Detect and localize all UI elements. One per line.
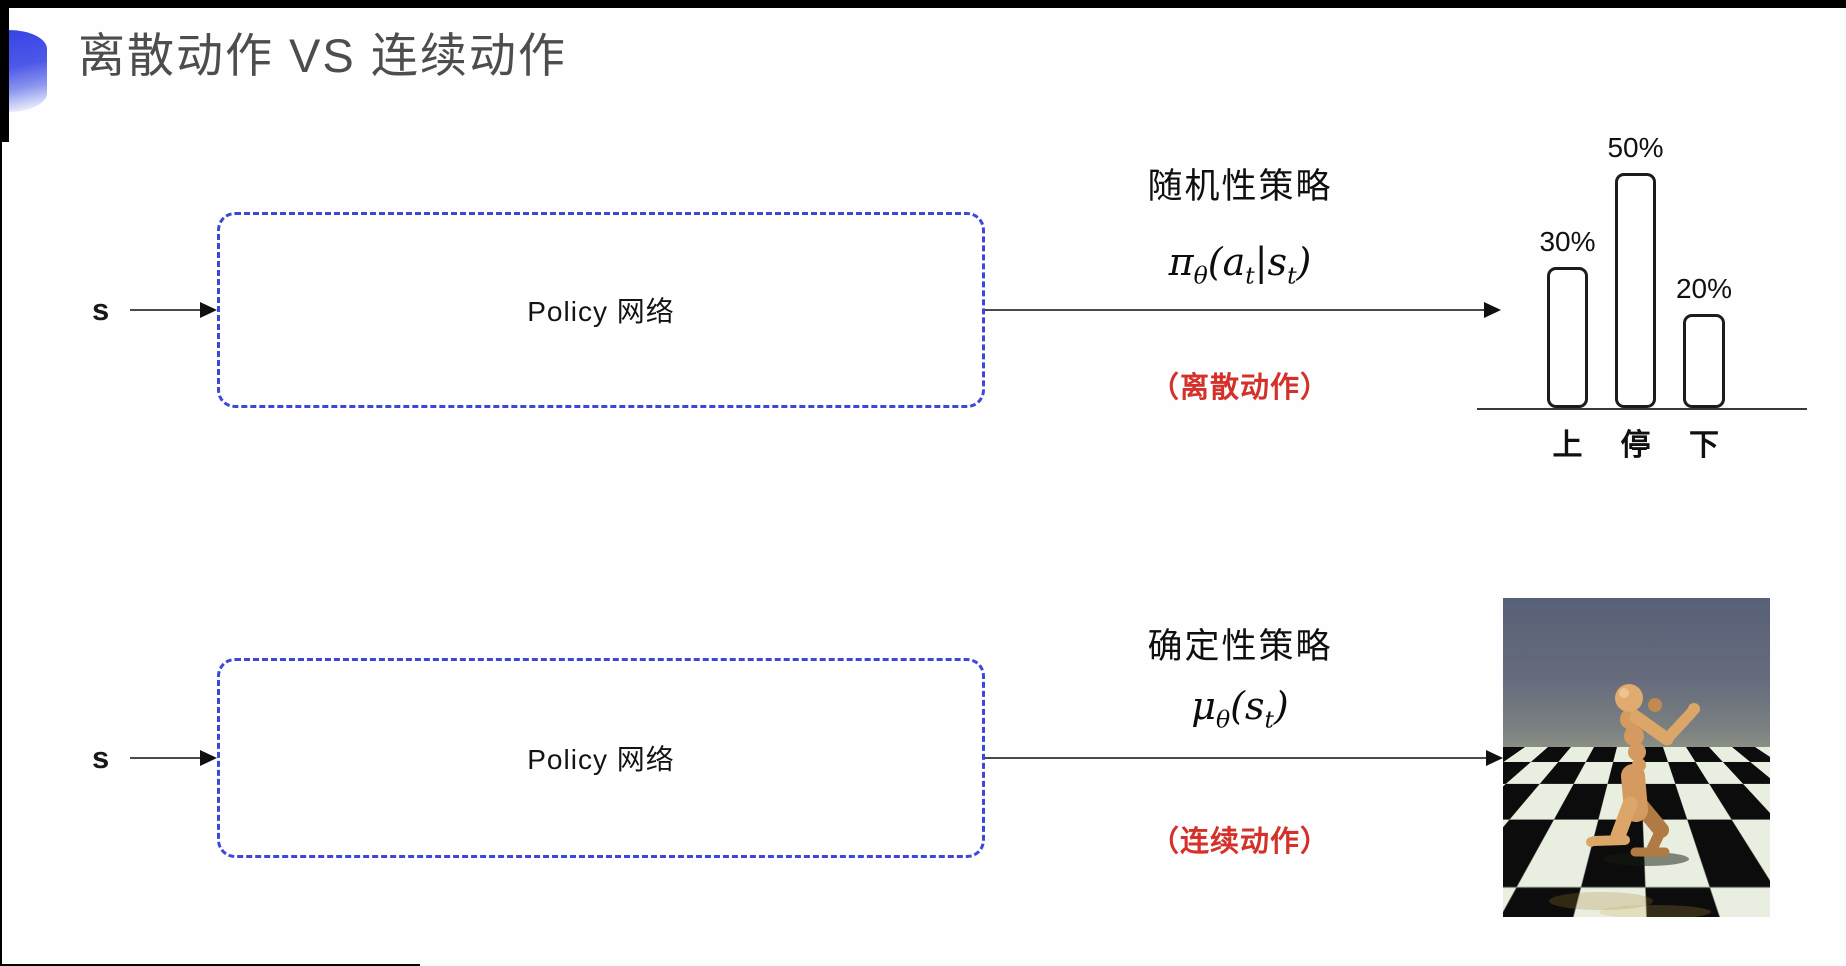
letterbox-bottom [0, 964, 420, 966]
chart-baseline-axis [1477, 408, 1807, 410]
formula-math: πθ(at|st) [1168, 240, 1312, 290]
bar-up [1547, 267, 1588, 408]
policy-network-box-top: Policy 网络 [217, 212, 985, 408]
bar-value-label: 30% [1539, 226, 1596, 257]
action-probability-bar-chart: 30% 上 50% 停 20% 下 [1477, 100, 1807, 462]
action-type-label-discrete: （离散动作） [1149, 372, 1330, 404]
arrowhead-icon [200, 302, 217, 318]
policy-type-title-stochastic: 随机性策略 [1147, 167, 1333, 206]
policy-formula-deterministic: μθ(st) [1040, 684, 1440, 734]
bar-category-label: 停 [1620, 429, 1651, 462]
bar-down [1683, 314, 1725, 408]
state-input-label-bottom: s [92, 740, 110, 775]
policy-network-label-bottom: Policy 网络 [527, 744, 675, 775]
formula-math: μθ(st) [1191, 684, 1289, 734]
arrow-policy-to-output-bottom [985, 757, 1487, 759]
humanoid-simulation-image [1503, 598, 1770, 917]
arrow-state-to-policy-bottom [130, 757, 202, 759]
page-title: 离散动作 VS 连续动作 [78, 29, 567, 82]
policy-network-label-top: Policy 网络 [527, 296, 675, 327]
letterbox-left [0, 0, 9, 142]
bar-category-label: 上 [1552, 429, 1583, 462]
bar-column-stop: 50% 停 [1607, 132, 1663, 462]
arrowhead-icon [200, 750, 217, 766]
arrowhead-icon [1486, 750, 1503, 766]
arrow-state-to-policy-top [130, 309, 202, 311]
title-accent-icon [9, 30, 47, 112]
bar-value-label: 20% [1675, 273, 1733, 304]
bar-stop [1615, 173, 1656, 408]
arrowhead-icon [1484, 302, 1501, 318]
bar-column-up: 30% 上 [1539, 226, 1595, 462]
policy-type-title-deterministic: 确定性策略 [1147, 627, 1333, 666]
policy-formula-stochastic: πθ(at|st) [1040, 240, 1440, 290]
bar-column-down: 20% 下 [1676, 273, 1732, 462]
sim-humanoid-figure [1549, 684, 1711, 917]
arrow-policy-to-output-top [985, 309, 1485, 311]
action-type-label-continuous: （连续动作） [1149, 826, 1330, 858]
state-input-label-top: s [92, 292, 110, 327]
letterbox-left-thin [0, 0, 2, 966]
policy-network-box-bottom: Policy 网络 [217, 658, 985, 858]
bar-category-label: 下 [1689, 429, 1719, 462]
letterbox-top [0, 0, 1846, 8]
bar-value-label: 50% [1607, 132, 1664, 163]
